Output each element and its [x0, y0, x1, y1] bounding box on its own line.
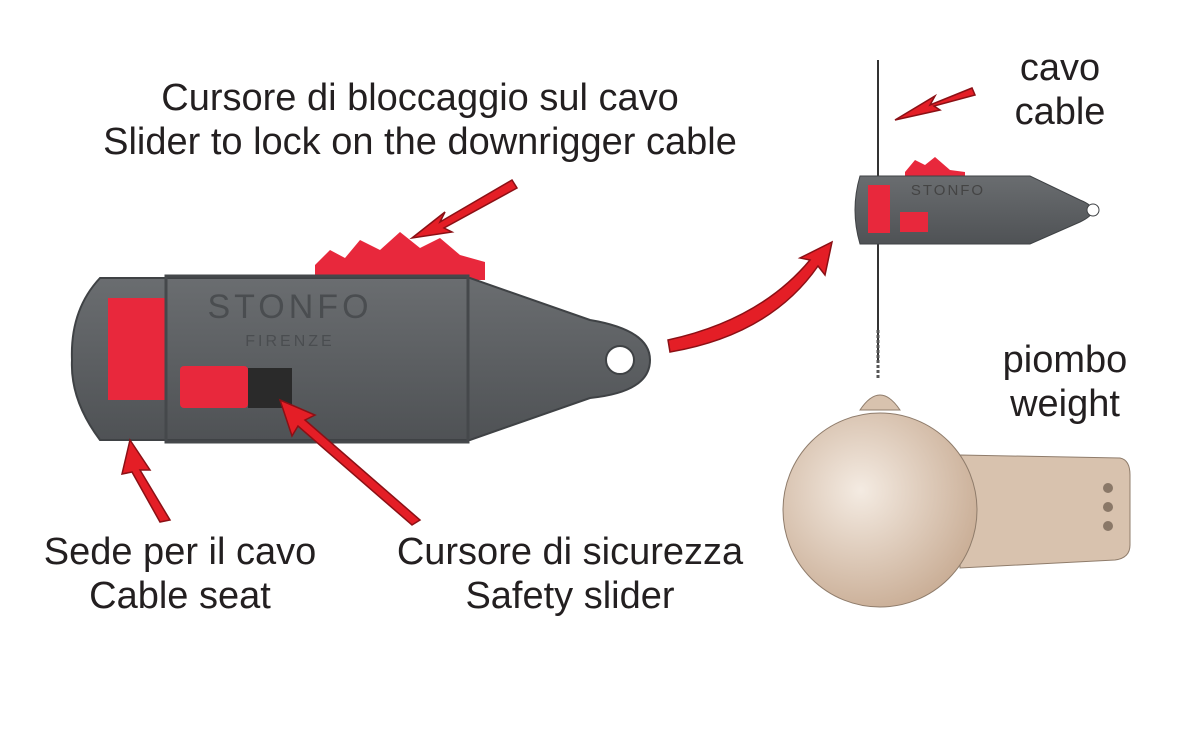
lock-slider-label-en: Slider to lock on the downrigger cable	[103, 121, 737, 163]
lock-slider-teeth	[315, 232, 485, 280]
weight-label-en: weight	[1010, 383, 1120, 425]
safety-slider-label: Cursore di sicurezza Safety slider	[380, 530, 760, 618]
weight-label-it: piombo	[1002, 339, 1128, 381]
arrow-lock-slider	[409, 178, 519, 240]
large-clip-device: STONFO FIRENZE	[70, 232, 652, 444]
cable-label-it: cavo	[1019, 47, 1101, 89]
arrow-cable	[894, 87, 977, 121]
cable-label-en: cable	[1014, 91, 1106, 133]
arrow-cable-seat	[121, 438, 172, 523]
downrigger-weight	[782, 330, 1131, 608]
callout-arrows	[121, 87, 977, 526]
small-clip-device: STONFO	[854, 60, 1100, 360]
eyelet-hole	[605, 345, 635, 375]
cable-seat-red-insert	[108, 298, 166, 400]
brand-emboss: STONFO	[207, 288, 372, 326]
cable-label: cavo cable	[990, 46, 1130, 134]
city-emboss: FIRENZE	[245, 333, 334, 350]
cable-seat-label-en: Cable seat	[89, 575, 271, 617]
safety-slider-label-it: Cursore di sicurezza	[396, 531, 744, 573]
lock-slider-label-it: Cursore di bloccaggio sul cavo	[161, 77, 679, 119]
weight-label: piombo weight	[985, 338, 1145, 426]
cable-seat-label-it: Sede per il cavo	[43, 531, 317, 573]
safety-slider-red	[180, 366, 248, 408]
arrow-safety-slider	[278, 398, 422, 526]
safety-slider-label-en: Safety slider	[465, 575, 675, 617]
arrow-to-detail	[667, 240, 834, 353]
svg-text:STONFO: STONFO	[911, 182, 985, 199]
cable-seat-label: Sede per il cavo Cable seat	[10, 530, 350, 618]
lock-slider-label: Cursore di bloccaggio sul cavo Slider to…	[40, 76, 800, 164]
